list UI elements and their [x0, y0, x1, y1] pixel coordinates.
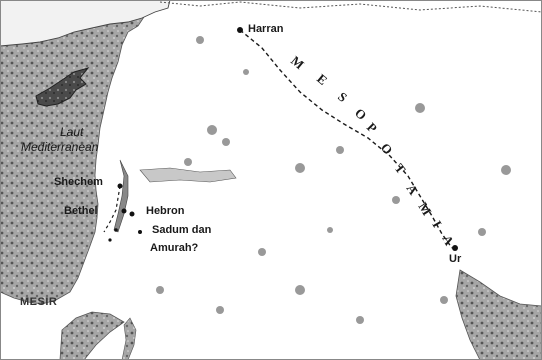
hebron-marker: [129, 211, 135, 217]
ur-marker: [452, 245, 458, 251]
dead-sea: [113, 159, 129, 233]
svg-text:M: M: [415, 200, 434, 218]
place-harran: Harran: [248, 23, 284, 35]
region-mesir: MESIR: [20, 296, 58, 308]
svg-text:I: I: [429, 218, 445, 230]
svg-text:S: S: [335, 89, 350, 105]
svg-text:A: A: [404, 181, 422, 198]
harran-marker: [237, 27, 243, 33]
place-hebron: Hebron: [146, 205, 185, 217]
mesopotamia-label: M E S O P O T A M I A: [288, 53, 457, 248]
route-line: [239, 29, 453, 249]
bethel-marker: [121, 208, 127, 214]
svg-text:P: P: [364, 120, 380, 136]
persian-gulf: [455, 269, 542, 360]
sadum-marker: [138, 230, 142, 234]
svg-text:O: O: [378, 140, 396, 158]
mediterranean-sea: [0, 0, 151, 305]
shechem-marker: [117, 183, 123, 189]
svg-text:T: T: [392, 161, 409, 177]
svg-text:M: M: [288, 53, 307, 72]
cyprus-island: [35, 67, 90, 107]
sea-label-line2: Mediterranean: [21, 140, 99, 154]
place-bethel: Bethel: [64, 205, 98, 217]
place-sadum: Sadum dan: [152, 224, 212, 236]
place-amurah: Amurah?: [150, 242, 199, 254]
place-ur: Ur: [449, 253, 462, 265]
sea-label-line1: Laut: [60, 125, 84, 139]
red-sea: [59, 311, 125, 360]
svg-text:E: E: [314, 71, 330, 88]
svg-text:O: O: [352, 105, 370, 123]
place-shechem: Shechem: [54, 176, 103, 188]
